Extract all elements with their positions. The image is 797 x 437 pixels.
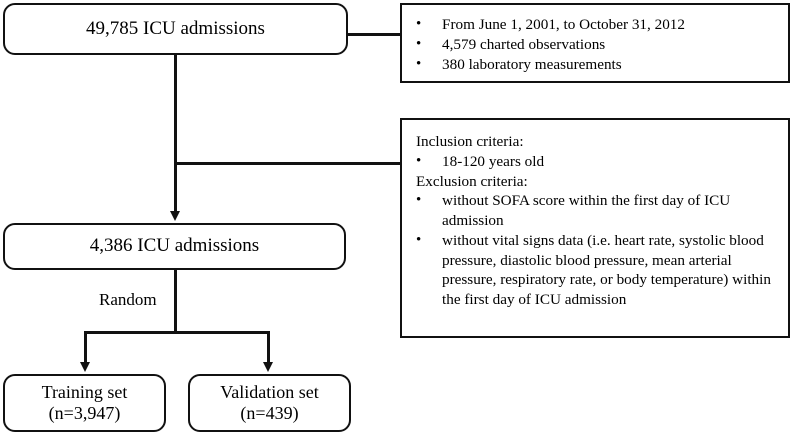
bullet-icon: •: [416, 152, 422, 169]
node-eligible-admissions: 4,386 ICU admissions: [3, 223, 346, 270]
exclusion-bullet-0: • without SOFA score within the first da…: [416, 191, 778, 231]
panel-eligibility-criteria: Inclusion criteria: • 18-120 years old E…: [400, 118, 790, 338]
connector-total-to-source: [348, 33, 402, 36]
inclusion-bullet-0: • 18-120 years old: [416, 152, 778, 172]
connector-trunk-to-criteria: [174, 162, 402, 165]
node-eligible-admissions-label: 4,386 ICU admissions: [89, 235, 260, 257]
exclusion-bullet-1-text: without vital signs data (i.e. heart rat…: [442, 231, 771, 308]
source-bullet-1: • 4,579 charted observations: [416, 35, 778, 55]
panel-data-source: • From June 1, 2001, to October 31, 2012…: [400, 3, 790, 83]
connector-split-horizontal: [84, 331, 270, 334]
node-validation-set-label-line2: (n=439): [240, 403, 299, 423]
connector-split-right: [267, 331, 270, 363]
node-training-set-label-line2: (n=3,947): [48, 403, 121, 423]
arrowhead-to-training: [79, 362, 90, 372]
exclusion-heading: Exclusion criteria:: [416, 172, 528, 190]
node-validation-set-label-line1: Validation set: [220, 381, 319, 402]
source-bullet-0-text: From June 1, 2001, to October 31, 2012: [442, 16, 685, 33]
node-total-admissions-label: 49,785 ICU admissions: [86, 17, 265, 39]
arrowhead-to-validation: [262, 362, 273, 372]
inclusion-heading: Inclusion criteria:: [416, 133, 524, 150]
exclusion-bullet-1: • without vital signs data (i.e. heart r…: [416, 231, 778, 310]
bullet-icon: •: [416, 192, 422, 209]
bullet-icon: •: [416, 55, 422, 72]
node-training-set-label-line1: Training set: [41, 381, 128, 402]
connector-split-left: [84, 331, 87, 363]
connector-trunk-vertical: [174, 55, 177, 212]
source-bullet-2-text: 380 laboratory measurements: [442, 55, 622, 73]
exclusion-bullet-0-text: without SOFA score within the first day …: [442, 192, 731, 229]
inclusion-bullet-0-text: 18-120 years old: [442, 152, 545, 170]
bullet-icon: •: [416, 16, 422, 32]
arrowhead-to-eligible: [169, 211, 180, 221]
source-bullet-0: • From June 1, 2001, to October 31, 2012: [416, 15, 778, 35]
source-bullet-1-text: 4,579 charted observations: [442, 35, 606, 53]
node-total-admissions: 49,785 ICU admissions: [3, 3, 348, 55]
bullet-icon: •: [416, 231, 422, 248]
source-bullet-2: • 380 laboratory measurements: [416, 55, 778, 75]
edge-label-random: Random: [99, 290, 157, 309]
node-training-set: Training set (n=3,947): [3, 374, 166, 432]
node-validation-set: Validation set (n=439): [188, 374, 351, 432]
connector-eligible-to-split: [174, 270, 177, 333]
bullet-icon: •: [416, 35, 422, 52]
